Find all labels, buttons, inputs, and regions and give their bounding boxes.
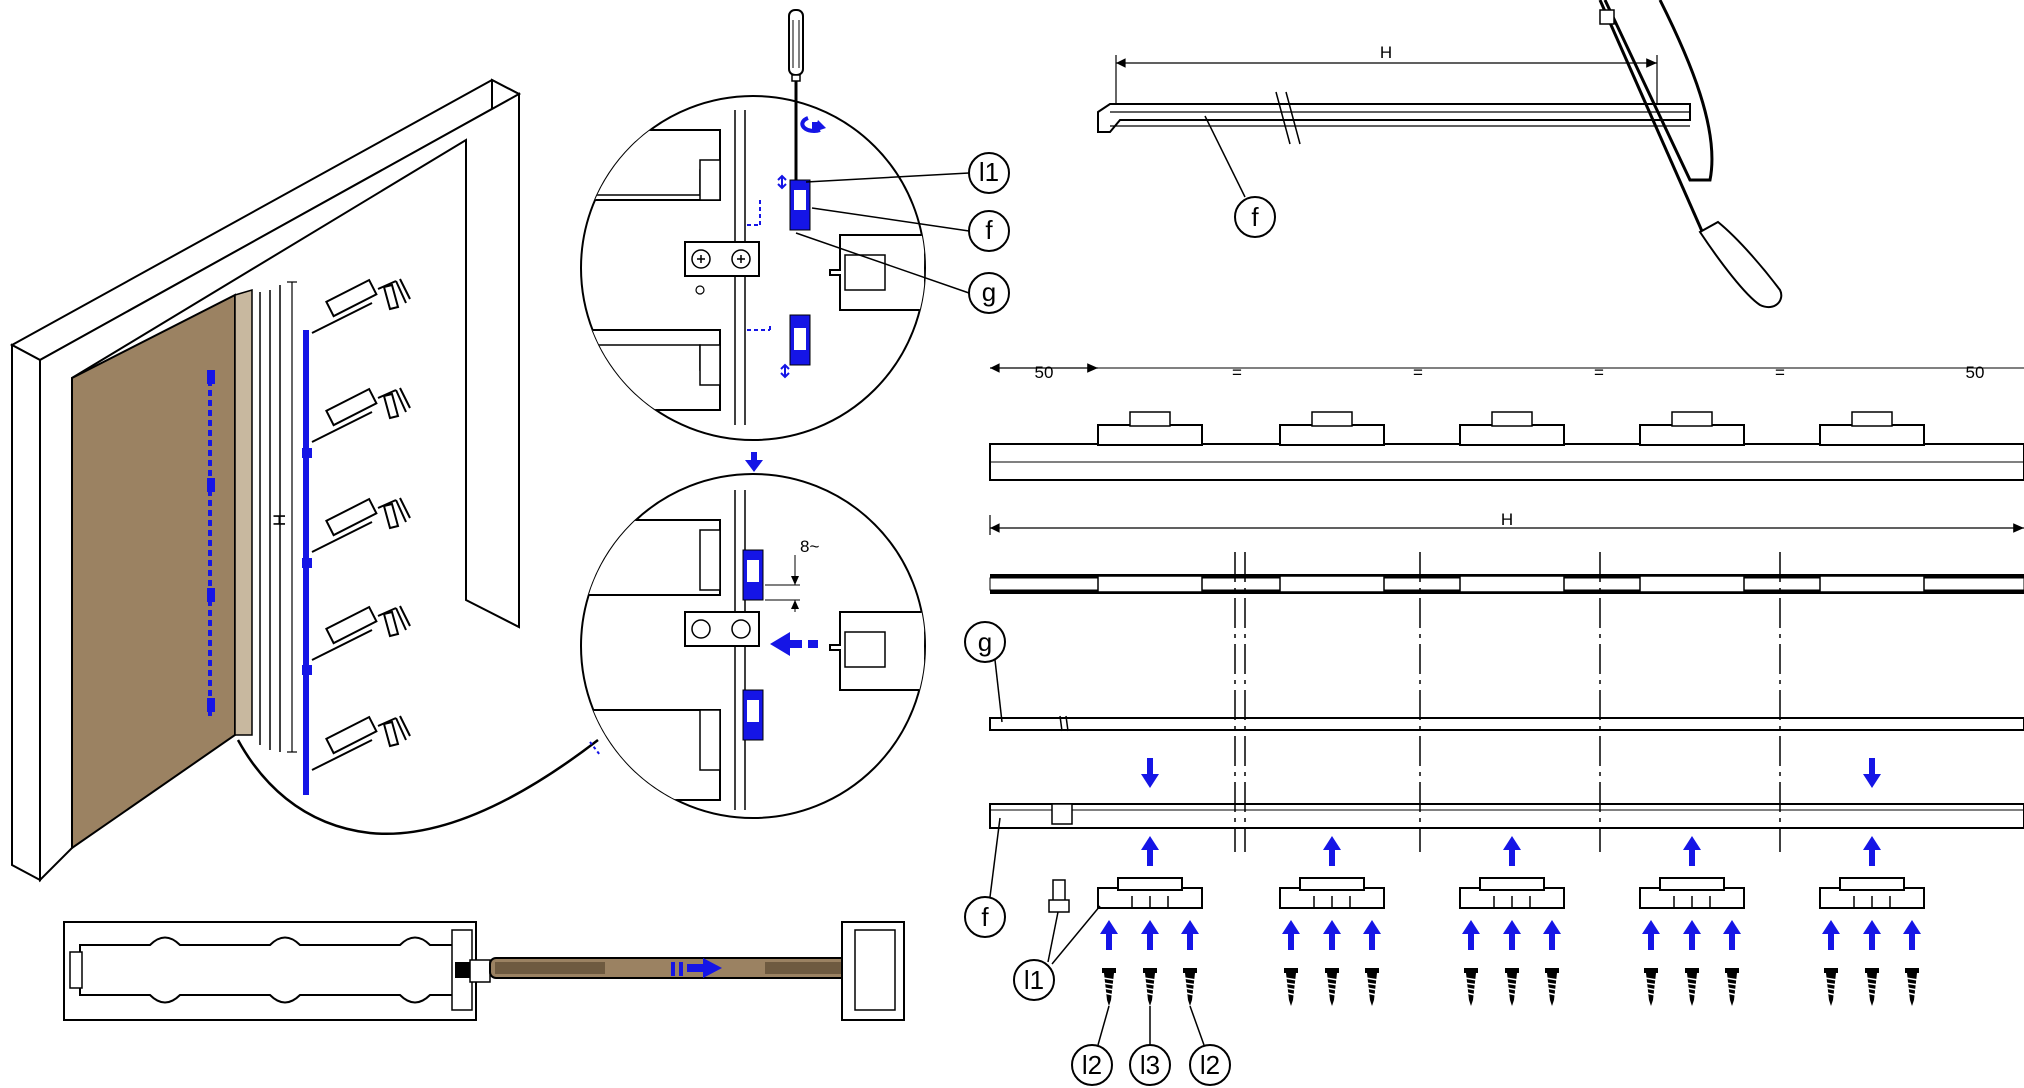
profile-cut-view: H f: [1097, 0, 1783, 309]
dim-h-layout: H: [1501, 510, 1513, 529]
dim-50-right: 50: [1966, 363, 1985, 382]
column-5: [1819, 411, 1925, 1007]
cross-section-view: [63, 921, 905, 1021]
dim-50-left: 50: [1035, 363, 1054, 382]
column-1: [1097, 411, 1246, 1007]
callout-f-layout-text: f: [981, 902, 989, 932]
dim-equal-2: =: [1413, 363, 1423, 382]
callout-l2-left: [1071, 1044, 1113, 1086]
dimension-h-profile: H: [1380, 43, 1392, 62]
dimension-gap-label: 8~: [800, 537, 819, 556]
detail-circle-bottom: 8~: [580, 473, 926, 819]
callout-l3-text: l3: [1140, 1050, 1160, 1080]
callout-l2-right: [1189, 1044, 1231, 1086]
column-3: [1459, 411, 1601, 1007]
callout-f-layout: [964, 896, 1006, 938]
dim-equal-4: =: [1775, 363, 1785, 382]
callout-l1-layout: [1013, 959, 1055, 1001]
column-4: [1639, 411, 1781, 1007]
dimension-height-label: H: [270, 514, 289, 526]
detail-circle-top: [580, 9, 926, 441]
callout-g-layout-text: g: [978, 627, 992, 657]
callout-l2-left-text: l2: [1082, 1050, 1102, 1080]
callout-l1-text: l1: [979, 157, 999, 187]
dim-equal-1: =: [1232, 363, 1242, 382]
callout-f-text: f: [985, 215, 993, 245]
dim-equal-3: =: [1594, 363, 1604, 382]
down-arrow: [745, 452, 763, 472]
callout-l2-right-text: l2: [1200, 1050, 1220, 1080]
saw-icon: [1598, 0, 1783, 309]
callout-l1-layout-text: l1: [1024, 965, 1044, 995]
screwdriver-icon: [788, 9, 804, 180]
column-2: [1279, 411, 1421, 1007]
callout-f-profile: [1234, 196, 1276, 238]
callout-g-layout: [964, 621, 1006, 663]
callout-g-text: g: [982, 277, 996, 307]
door-frame-view: H: [9, 78, 601, 883]
bracket-layout: 50 = = = = 50 H g f: [964, 363, 2024, 1086]
callout-f-profile-text: f: [1251, 202, 1259, 232]
